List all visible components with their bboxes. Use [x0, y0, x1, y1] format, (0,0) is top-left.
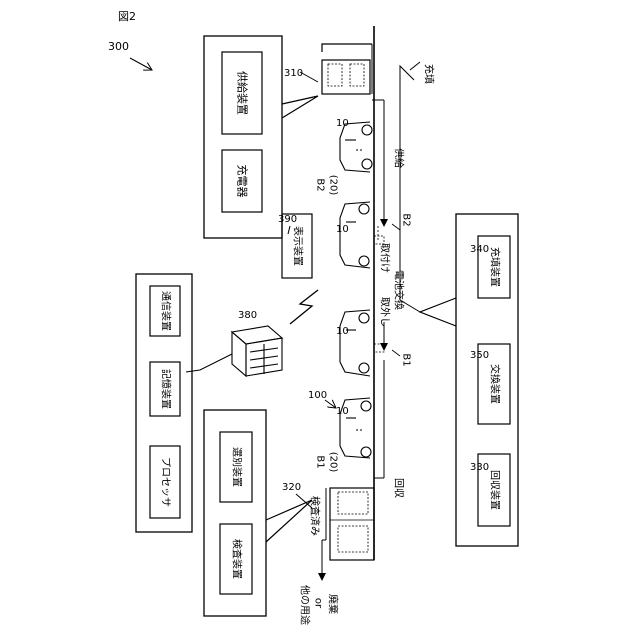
battery-exchange-label: 電池交換 — [393, 270, 406, 310]
communication-device-label: 通信装置 — [160, 291, 173, 331]
supply-charger-box: 供給装置 充電器 — [204, 36, 318, 238]
ref-320: 320 — [282, 482, 301, 493]
display-device-label: 表示装置 — [292, 226, 305, 266]
fill-label: 充填 — [423, 64, 436, 84]
ref-10-d: 10 — [336, 406, 349, 417]
or-label: or — [313, 598, 324, 609]
ref-20-a: (20) — [328, 175, 339, 196]
inspection-sorting-box: 選別装置 検査装置 — [204, 410, 312, 616]
exchange-device-label: 交換装置 — [489, 364, 502, 404]
charge-device-label: 充填装置 — [489, 247, 502, 287]
remove-label: 取外し — [379, 297, 391, 327]
collection-device-label: 回収装置 — [489, 470, 502, 510]
display-device-390: 390 表示装置 — [278, 214, 312, 278]
vehicle-b1-exchange — [340, 310, 370, 376]
disposal-label: 廃棄 — [327, 594, 340, 614]
ref-b2-a: B2 — [315, 178, 326, 191]
ref-100: 100 — [308, 390, 327, 401]
vehicle-b2-exchange — [340, 202, 370, 268]
ref-b1-b: B1 — [401, 353, 412, 366]
attach-label: 取付け — [379, 243, 392, 273]
ref-390: 390 — [278, 214, 297, 225]
collect-label: 回収 — [393, 478, 405, 498]
ref-310: 310 — [284, 68, 303, 79]
server-components-box: 通信装置 記憶装置 プロセッサ — [136, 274, 192, 532]
ref-330: 330 — [470, 462, 489, 473]
other-use-label: 他の用途 — [299, 585, 312, 625]
sorting-device-label: 選別装置 — [231, 447, 244, 487]
processor-label: プロセッサ — [160, 457, 172, 507]
ref-300: 300 — [108, 40, 129, 53]
ref-10-c: 10 — [336, 326, 349, 337]
server-380: 380 — [232, 310, 282, 376]
inspection-facility-320: 320 検査済み — [282, 482, 374, 580]
ref-340: 340 — [470, 244, 489, 255]
ref-20-b: (20) — [328, 452, 339, 473]
ref-10-b: 10 — [336, 224, 349, 235]
ref-10-a: 10 — [336, 118, 349, 129]
inspection-device-label: 検査装置 — [231, 539, 244, 579]
device-group-box: 340 充填装置 350 交換装置 330 回収装置 — [410, 76, 518, 546]
vehicle-b2-top — [340, 122, 372, 172]
ref-350: 350 — [470, 350, 489, 361]
ref-b2-b: B2 — [401, 213, 412, 226]
charger-label: 充電器 — [236, 165, 250, 198]
ref-380: 380 — [238, 310, 257, 321]
supply-facility-310: 310 — [284, 44, 372, 94]
ref-b1-a: B1 — [315, 455, 326, 468]
supply-device-label: 供給装置 — [236, 71, 250, 115]
supply-flow-label: 供給 — [393, 148, 406, 168]
storage-device-label: 記憶装置 — [160, 369, 173, 409]
wireless-signal-icon — [290, 290, 318, 324]
